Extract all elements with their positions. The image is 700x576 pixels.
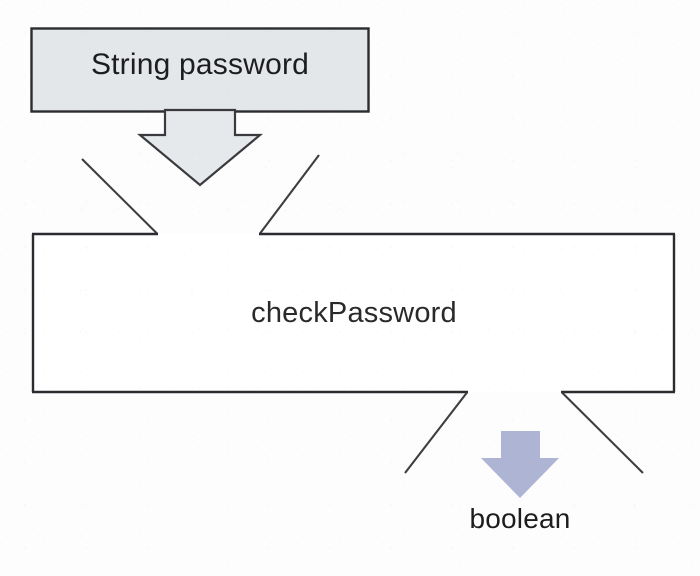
input-arrow-group: [136, 108, 264, 187]
parameter-box-shape: [30, 27, 370, 113]
output-arrow-group: [481, 431, 559, 498]
hollow-down-arrow-shape: [136, 108, 264, 187]
solid-down-arrow-shape: [481, 431, 559, 498]
method-box-shape: [32, 234, 675, 392]
method-name-label: checkPassword: [251, 297, 457, 329]
method-box-group: [31, 232, 676, 394]
parameter-label: String password: [90, 48, 310, 81]
funnel-line-top-left: [81, 158, 158, 235]
input-funnel-lines: [81, 154, 320, 235]
funnel-line-bottom-right: [561, 391, 644, 474]
output-funnel-lines: [404, 391, 644, 474]
parameter-box-group: [30, 27, 370, 113]
funnel-line-top-right: [259, 154, 320, 235]
funnel-line-bottom-left: [404, 391, 468, 474]
return-type-label: boolean: [469, 503, 571, 534]
